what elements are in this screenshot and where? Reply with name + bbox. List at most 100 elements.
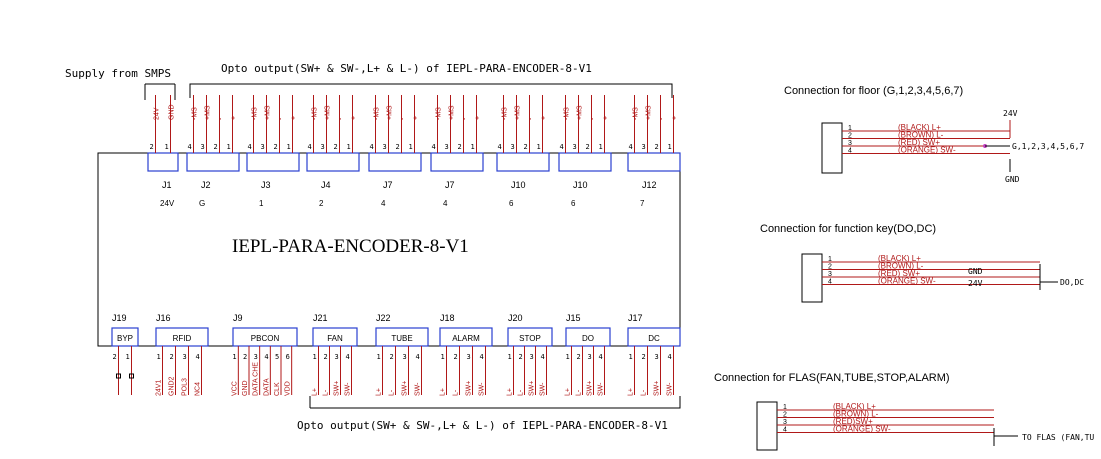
signal-label: + bbox=[413, 116, 420, 120]
pin-number: 2 bbox=[324, 353, 328, 361]
signal-label: +MS bbox=[577, 105, 584, 120]
wire-label: (BLACK) L+ bbox=[898, 123, 941, 132]
pin-number: 3 bbox=[335, 353, 339, 361]
signal-label: - bbox=[218, 117, 225, 120]
connector-id: J20 bbox=[508, 313, 523, 323]
opto-bottom-label: Opto output(SW+ & SW-,L+ & L-) of IEPL-P… bbox=[297, 419, 668, 432]
wire-label: (RED)SW+ bbox=[833, 417, 873, 426]
connector-body bbox=[439, 327, 493, 347]
jumper-pad bbox=[116, 373, 121, 379]
pin-number: 3 bbox=[511, 143, 515, 151]
pin-number: 2 bbox=[150, 143, 154, 151]
signal-label: + bbox=[231, 116, 238, 120]
signal-label: L- bbox=[453, 389, 460, 396]
signal-label: GND2 bbox=[169, 376, 176, 396]
pin-number: 1 bbox=[566, 353, 570, 361]
connector-id: J3 bbox=[261, 180, 271, 190]
signal-label: NC4 bbox=[195, 382, 202, 396]
connector-name: STOP bbox=[519, 334, 541, 343]
floor-gnd: GND bbox=[1005, 175, 1020, 184]
pin-number: 3 bbox=[530, 353, 534, 361]
wire-row: 1(BLACK) L+ bbox=[842, 123, 1010, 132]
wire-row: 4(ORANGE) SW- bbox=[777, 425, 994, 434]
signal-label: + bbox=[351, 116, 358, 120]
signal-label: 24V bbox=[154, 107, 161, 120]
signal-label: - bbox=[338, 117, 345, 120]
wire-label: (BLACK) L+ bbox=[878, 254, 921, 263]
pin-number: 3 bbox=[383, 143, 387, 151]
wire-pin: 4 bbox=[783, 427, 787, 434]
wire-label: (BROWN) L- bbox=[833, 410, 879, 419]
pin-number: 4 bbox=[264, 353, 268, 361]
connector-sub: 24V bbox=[160, 199, 175, 208]
pin-number: 4 bbox=[560, 143, 564, 151]
wire-row: 4(ORANGE) SW- bbox=[822, 277, 1040, 286]
pin-number: 4 bbox=[416, 353, 420, 361]
opto-top-label: Opto output(SW+ & SW-,L+ & L-) of IEPL-P… bbox=[221, 62, 592, 75]
connector-name: DO bbox=[582, 334, 594, 343]
wire-label: (RED) SW+ bbox=[878, 269, 920, 278]
pin-number: 1 bbox=[232, 353, 236, 361]
connector-id: J2 bbox=[201, 180, 211, 190]
connector-id: J12 bbox=[642, 180, 657, 190]
signal-label: SW+ bbox=[334, 381, 341, 396]
signal-label: SW- bbox=[667, 382, 674, 396]
top-connector-j7: 4-MS3+MS2-1+J74 bbox=[368, 95, 422, 208]
signal-label: +MS bbox=[646, 105, 653, 120]
flas-title: Connection for FLAS(FAN,TUBE,STOP,ALARM) bbox=[714, 372, 950, 384]
signal-label: -MS bbox=[564, 107, 571, 120]
signal-label: + bbox=[475, 116, 482, 120]
wire-label: (ORANGE) SW- bbox=[898, 146, 956, 155]
signal-label: +MS bbox=[515, 105, 522, 120]
connector-sub: 4 bbox=[443, 199, 448, 208]
connector-id: J16 bbox=[156, 313, 171, 323]
pin-number: 5 bbox=[275, 353, 279, 361]
function-title: Connection for function key(DO,DC) bbox=[760, 223, 936, 235]
flas-target: TO FLAS (FAN,TU bbox=[1022, 433, 1094, 442]
pin-number: 2 bbox=[170, 353, 174, 361]
pin-number: 4 bbox=[370, 143, 374, 151]
signal-label: +MS bbox=[265, 105, 272, 120]
signal-label: - bbox=[462, 117, 469, 120]
connector-name: DC bbox=[648, 334, 660, 343]
connector-body bbox=[507, 327, 553, 347]
signal-label: + bbox=[603, 116, 610, 120]
wire-label: (ORANGE) SW- bbox=[878, 277, 936, 286]
connector-body bbox=[430, 152, 484, 172]
signal-label: - bbox=[590, 117, 597, 120]
pin-number: 2 bbox=[214, 143, 218, 151]
wire-row: 3 (RED)SW+ bbox=[777, 417, 994, 426]
wire-pin: 3 bbox=[828, 271, 832, 278]
pin-number: 1 bbox=[668, 143, 672, 151]
supply-label: Supply from SMPS bbox=[65, 67, 171, 80]
signal-label: -MS bbox=[502, 107, 509, 120]
pin-number: 2 bbox=[274, 143, 278, 151]
connector-body bbox=[246, 152, 300, 172]
pin-number: 6 bbox=[286, 353, 290, 361]
connector-body bbox=[155, 327, 209, 347]
floor-connection-block: Connection for floor (G,1,2,3,4,5,6,7) 1… bbox=[784, 85, 1084, 184]
signal-label: DATA bbox=[263, 378, 270, 396]
pin-number: 3 bbox=[201, 143, 205, 151]
signal-label: +MS bbox=[387, 105, 394, 120]
signal-label: SW- bbox=[415, 382, 422, 396]
connector-id: J7 bbox=[445, 180, 455, 190]
pin-number: 2 bbox=[519, 353, 523, 361]
signal-label: L+ bbox=[376, 388, 383, 396]
pin-number: 3 bbox=[588, 353, 592, 361]
connector-body bbox=[147, 152, 179, 172]
signal-label: L+ bbox=[565, 388, 572, 396]
signal-label: SW+ bbox=[529, 381, 536, 396]
wire-row: 2(BROWN) L- bbox=[822, 262, 1040, 271]
wire-pin: 3 bbox=[783, 419, 787, 426]
pin-number: 3 bbox=[403, 353, 407, 361]
connector-id: J4 bbox=[321, 180, 331, 190]
wire-label: (BROWN) L- bbox=[878, 262, 924, 271]
signal-label: + bbox=[291, 116, 298, 120]
connector-id: J10 bbox=[511, 180, 526, 190]
